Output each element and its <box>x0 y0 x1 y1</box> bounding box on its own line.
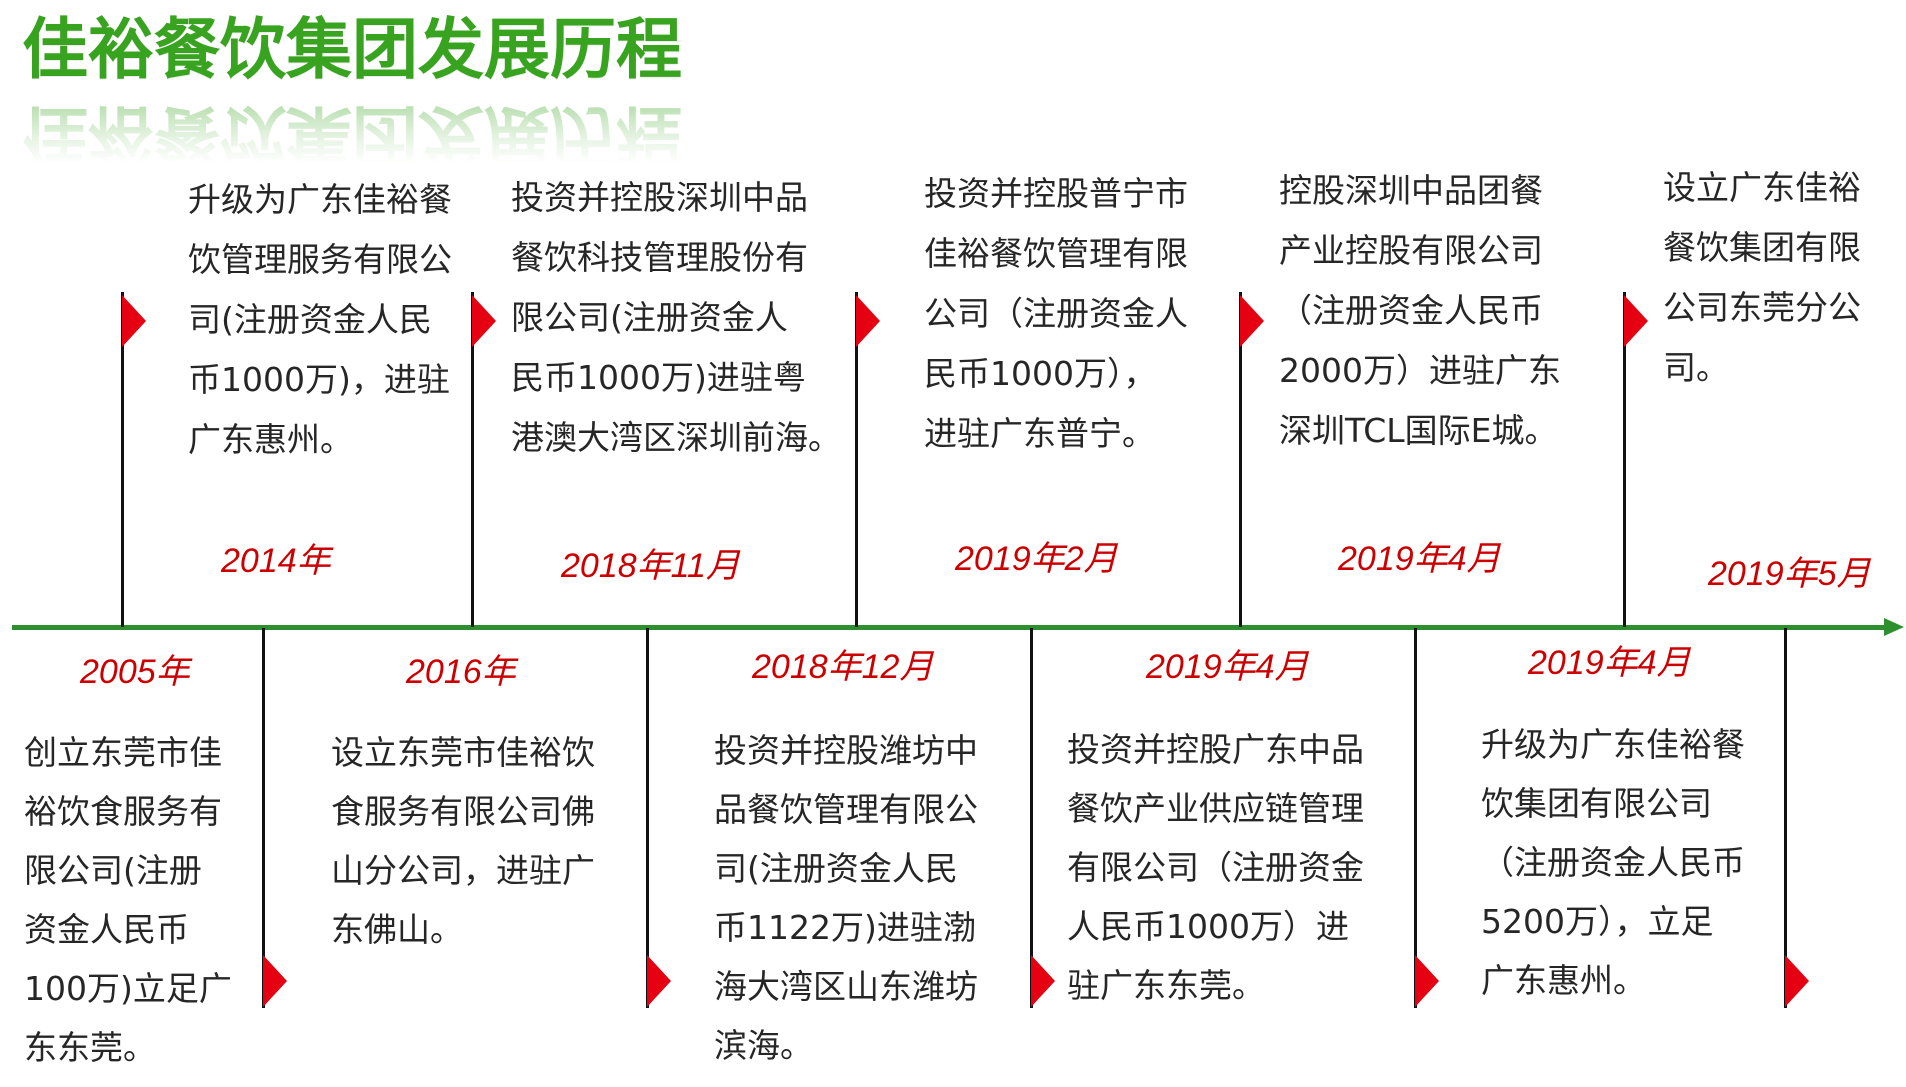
red-flag-icon <box>1785 955 1809 1007</box>
timeline-tick <box>855 292 858 627</box>
red-flag-icon <box>856 295 880 347</box>
description-line: 深圳TCL国际E城。 <box>1279 411 1558 450</box>
timeline-axis <box>12 625 1886 630</box>
description-line: 港澳大湾区深圳前海。 <box>511 418 841 457</box>
description-line: 东东莞。 <box>24 1028 156 1067</box>
timeline-tick <box>1239 292 1242 627</box>
description-line: （注册资金人民币 <box>1279 291 1543 330</box>
description-line: 司(注册资金人民 <box>188 300 432 339</box>
description-line: 驻广东东莞。 <box>1067 966 1265 1005</box>
description-line: 公司（注册资金人 <box>924 294 1188 333</box>
page-title-reflection: 佳裕餐饮集团发展历程 <box>22 97 682 174</box>
milestone-date: 2019年4月 <box>1338 540 1501 578</box>
description-line: 民币1000万)进驻粤 <box>511 358 806 397</box>
description-line: 餐饮产业供应链管理 <box>1067 789 1364 828</box>
description-line: 投资并控股普宁市 <box>924 174 1188 213</box>
page-title: 佳裕餐饮集团发展历程 <box>22 11 682 88</box>
description-line: 餐饮科技管理股份有 <box>511 238 808 277</box>
description-line: 广东惠州。 <box>188 420 353 459</box>
description-line: 人民币1000万）进 <box>1067 907 1349 946</box>
description-line: 食服务有限公司佛 <box>331 792 595 831</box>
description-line: 饮管理服务有限公 <box>188 240 452 279</box>
description-line: 创立东莞市佳 <box>24 733 222 772</box>
milestone-description: 投资并控股广东中品 餐饮产业供应链管理 有限公司（注册资金 人民币1000万）进… <box>1067 720 1364 1015</box>
description-line: 海大湾区山东潍坊 <box>714 967 978 1006</box>
description-line: 有限公司（注册资金 <box>1067 848 1364 887</box>
milestone-description: 投资并控股潍坊中 品餐饮管理有限公 司(注册资金人民 币1122万)进驻渤 海大… <box>714 721 978 1075</box>
milestone-date: 2014年 <box>221 542 331 580</box>
timeline-tick <box>646 628 649 1008</box>
description-line: 进驻广东普宁。 <box>924 414 1155 453</box>
timeline-tick <box>1784 628 1787 1008</box>
description-line: 饮集团有限公司 <box>1481 784 1712 823</box>
red-flag-icon <box>1031 955 1055 1007</box>
milestone-description: 设立东莞市佳裕饮 食服务有限公司佛 山分公司，进驻广 东佛山。 <box>331 723 595 959</box>
description-line: 餐饮集团有限 <box>1663 228 1861 267</box>
description-line: 投资并控股潍坊中 <box>714 731 978 770</box>
description-line: 司(注册资金人民 <box>714 849 958 888</box>
description-line: 投资并控股深圳中品 <box>511 178 808 217</box>
timeline-tick <box>262 628 265 1008</box>
milestone-date: 2016年 <box>406 653 516 691</box>
description-line: 公司东莞分公 <box>1663 288 1861 327</box>
description-line: 限公司(注册资金人 <box>511 298 788 337</box>
description-line: 币1000万)，进驻 <box>188 360 450 399</box>
description-line: 设立东莞市佳裕饮 <box>331 733 595 772</box>
milestone-description: 控股深圳中品团餐 产业控股有限公司 （注册资金人民币 2000万）进驻广东 深圳… <box>1279 161 1561 461</box>
description-line: 司。 <box>1663 348 1729 387</box>
timeline-tick <box>121 292 124 627</box>
description-line: 产业控股有限公司 <box>1279 231 1543 270</box>
description-line: 控股深圳中品团餐 <box>1279 171 1543 210</box>
milestone-description: 设立广东佳裕 餐饮集团有限 公司东莞分公 司。 <box>1663 158 1861 398</box>
milestone-description: 投资并控股深圳中品 餐饮科技管理股份有 限公司(注册资金人 民币1000万)进驻… <box>511 168 841 468</box>
red-flag-icon <box>1624 295 1648 347</box>
red-flag-icon <box>1415 955 1439 1007</box>
milestone-description: 投资并控股普宁市 佳裕餐饮管理有限 公司（注册资金人 民币1000万）， 进驻广… <box>924 164 1188 464</box>
description-line: 币1122万)进驻渤 <box>714 908 976 947</box>
milestone-date: 2018年12月 <box>752 648 934 686</box>
description-line: （注册资金人民币 <box>1481 843 1745 882</box>
description-line: 投资并控股广东中品 <box>1067 730 1364 769</box>
milestone-date: 2019年5月 <box>1708 555 1871 593</box>
description-line: 限公司(注册 <box>24 851 202 890</box>
description-line: 佳裕餐饮管理有限 <box>924 234 1188 273</box>
red-flag-icon <box>1240 295 1264 347</box>
milestone-description: 创立东莞市佳 裕饮食服务有 限公司(注册 资金人民币 100万)立足广 东东莞。 <box>24 723 232 1077</box>
description-line: 100万)立足广 <box>24 969 232 1008</box>
red-flag-icon <box>122 295 146 347</box>
milestone-date: 2019年4月 <box>1528 644 1691 682</box>
timeline-tick <box>471 292 474 627</box>
description-line: 广东惠州。 <box>1481 961 1646 1000</box>
red-flag-icon <box>263 955 287 1007</box>
description-line: 资金人民币 <box>24 910 189 949</box>
timeline-tick <box>1414 628 1417 1008</box>
milestone-description: 升级为广东佳裕餐 饮管理服务有限公 司(注册资金人民 币1000万)，进驻 广东… <box>188 170 452 470</box>
description-line: 滨海。 <box>714 1026 813 1065</box>
description-line: 升级为广东佳裕餐 <box>188 180 452 219</box>
milestone-date: 2005年 <box>80 653 190 691</box>
description-line: 山分公司，进驻广 <box>331 851 595 890</box>
milestone-description: 升级为广东佳裕餐 饮集团有限公司 （注册资金人民币 5200万），立足 广东惠州… <box>1481 715 1745 1010</box>
timeline-tick <box>1623 292 1626 627</box>
red-flag-icon <box>472 295 496 347</box>
red-flag-icon <box>647 955 671 1007</box>
milestone-date: 2019年4月 <box>1146 648 1309 686</box>
description-line: 2000万）进驻广东 <box>1279 351 1561 390</box>
description-line: 东佛山。 <box>331 910 463 949</box>
description-line: 设立广东佳裕 <box>1663 168 1861 207</box>
description-line: 5200万），立足 <box>1481 902 1714 941</box>
milestone-date: 2019年2月 <box>955 540 1118 578</box>
timeline-tick <box>1030 628 1033 1008</box>
description-line: 品餐饮管理有限公 <box>714 790 978 829</box>
milestone-date: 2018年11月 <box>561 547 740 585</box>
arrow-right-icon <box>1884 618 1904 636</box>
description-line: 民币1000万）， <box>924 354 1157 393</box>
description-line: 升级为广东佳裕餐 <box>1481 725 1745 764</box>
description-line: 裕饮食服务有 <box>24 792 222 831</box>
